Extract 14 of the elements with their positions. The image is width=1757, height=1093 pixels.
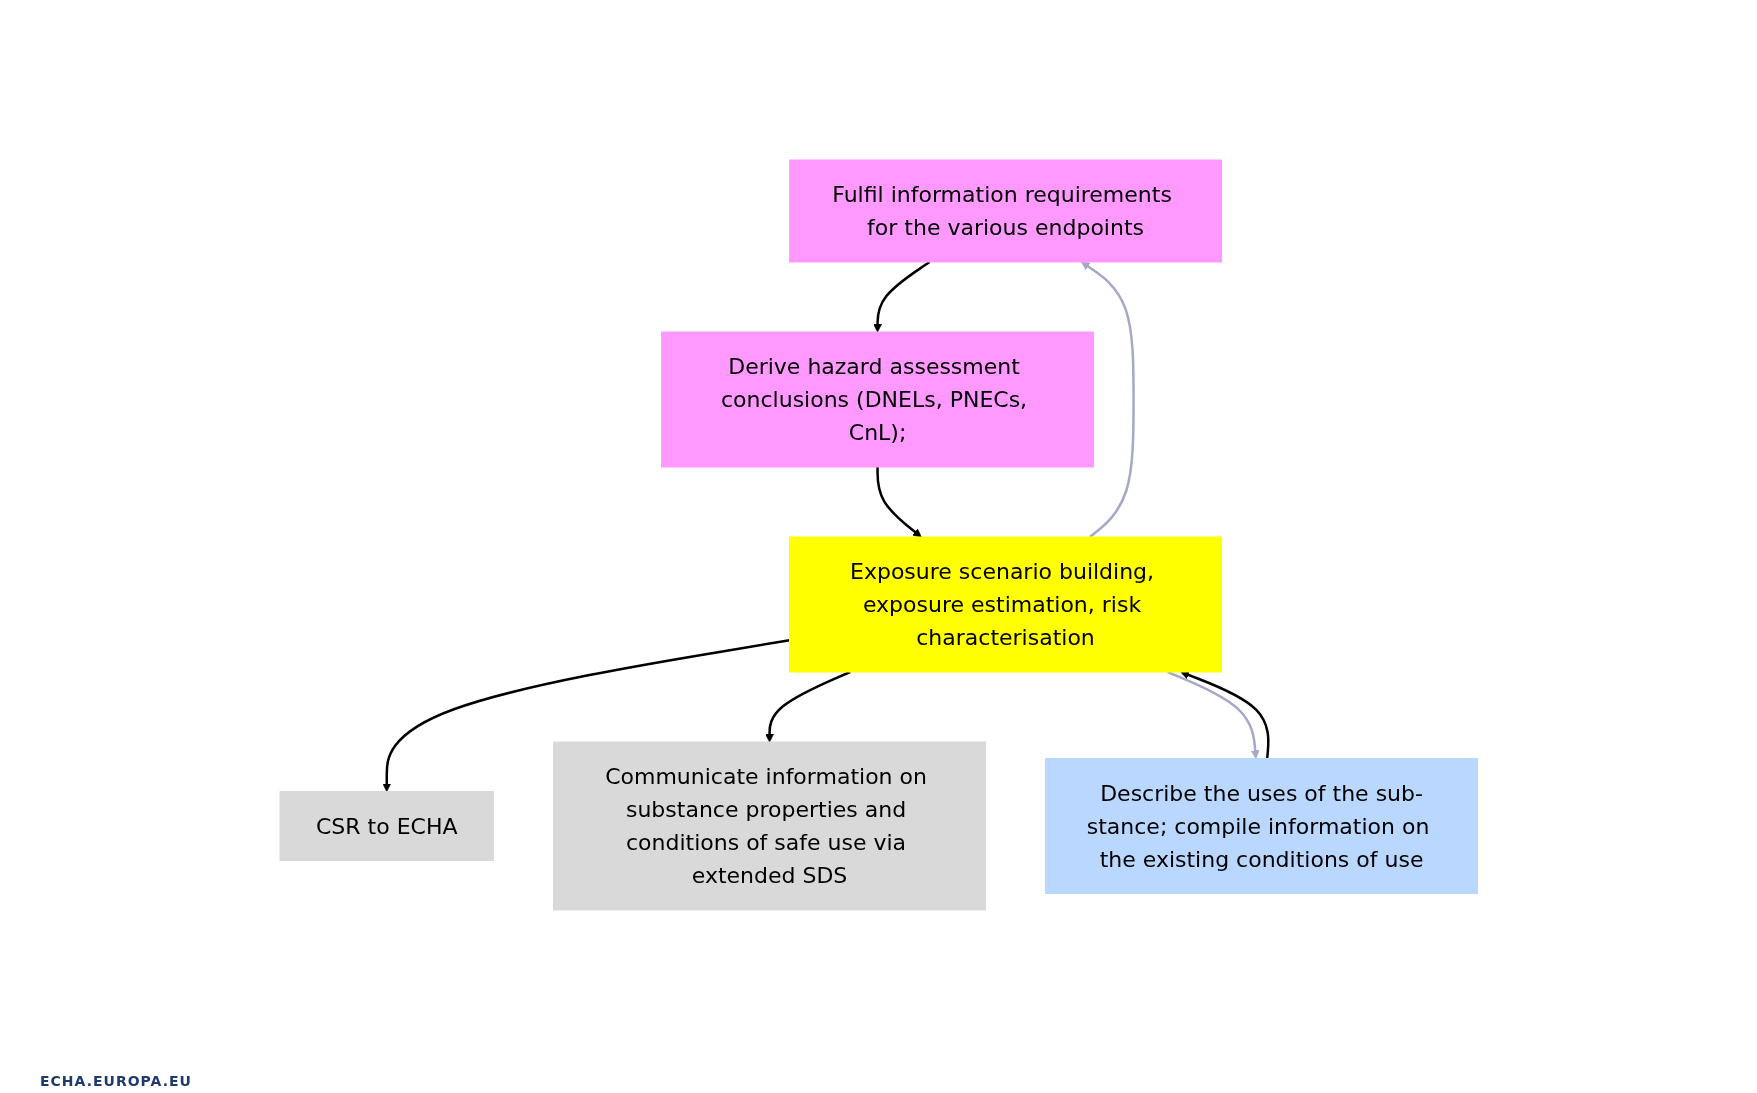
footer-url: ECHA.EUROPA.EU (40, 1073, 193, 1089)
arrow (1080, 261, 1135, 538)
arrow (1180, 670, 1270, 759)
node-box: CSR to ECHA (279, 790, 494, 861)
arrow (382, 638, 790, 792)
node-box: Describe the uses of the sub-stance; compile information on the existing conditions of use (1044, 757, 1478, 894)
node-box: Derive hazard assessment conclusions (DNELs, PNECs, CnL); (660, 331, 1094, 467)
arrow (1166, 670, 1260, 759)
node-box: Exposure scenario building, exposure estimation, risk characterisation (788, 536, 1222, 672)
arrow (872, 260, 931, 332)
arrow (876, 466, 922, 537)
node-box: Fulfil information requirements for the various endpoints (788, 159, 1222, 262)
arrow (764, 670, 851, 742)
node-box: Communicate information on substance properties and conditions of safe use via extended SDS (552, 741, 986, 910)
